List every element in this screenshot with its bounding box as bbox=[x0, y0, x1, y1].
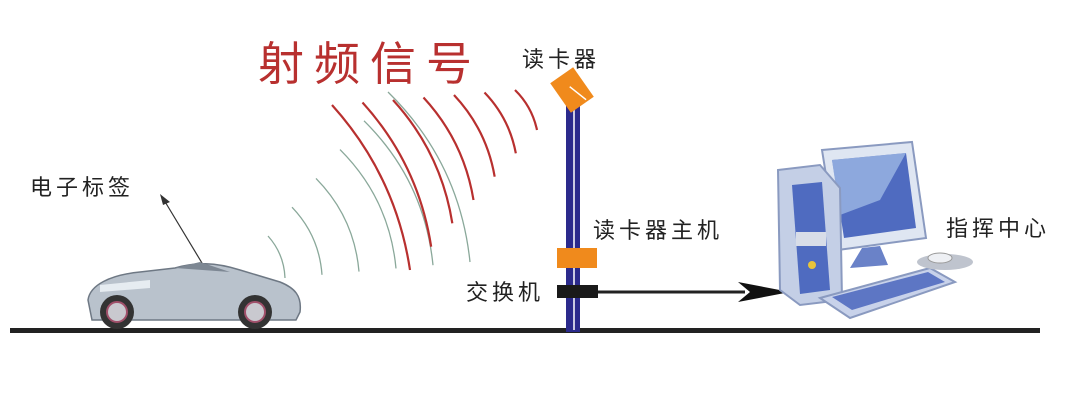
signal-wave-arc bbox=[267, 235, 286, 279]
reader-host-box-icon bbox=[557, 248, 597, 268]
reader-host-label: 读卡器主机 bbox=[593, 219, 723, 244]
signal-wave-arc bbox=[291, 206, 323, 275]
reader-signal-waves bbox=[331, 89, 539, 271]
ground-line bbox=[10, 328, 1040, 333]
reader-label: 读卡器 bbox=[522, 48, 600, 73]
signal-wave-arc bbox=[363, 120, 434, 266]
signal-wave-arc bbox=[453, 94, 496, 177]
rf-signal-title: 射频信号 bbox=[258, 37, 482, 91]
reader-device-icon bbox=[550, 67, 594, 113]
car-icon bbox=[87, 262, 302, 329]
signal-wave-arc bbox=[392, 99, 454, 224]
command-center-label: 指挥中心 bbox=[946, 217, 1050, 242]
electronic-tag-label: 电子标签 bbox=[30, 176, 134, 201]
tag-pointer-arrow-icon bbox=[160, 194, 206, 269]
signal-wave-arc bbox=[339, 149, 397, 269]
signal-wave-arc bbox=[315, 177, 360, 272]
signal-wave-arc bbox=[422, 96, 475, 201]
signal-wave-arc bbox=[331, 104, 412, 271]
switch-box-icon bbox=[557, 285, 598, 298]
signal-wave-arc bbox=[514, 89, 539, 131]
signal-wave-arc bbox=[483, 91, 517, 154]
tag-signal-waves bbox=[267, 91, 471, 279]
signal-wave-arc bbox=[361, 101, 433, 247]
switch-label: 交换机 bbox=[466, 281, 544, 306]
signal-wave-arc bbox=[387, 91, 471, 263]
computer-icon bbox=[776, 140, 973, 320]
data-arrow-icon bbox=[598, 282, 790, 302]
